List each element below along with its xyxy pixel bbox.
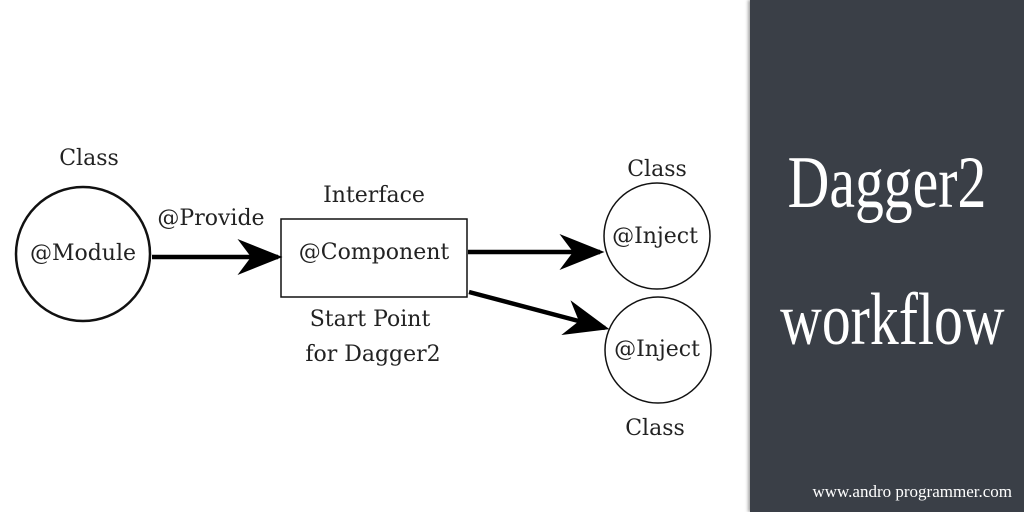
diagram-graphics: [14, 182, 712, 404]
inject-top-type-label: Class: [627, 157, 687, 182]
component-note-line2: for Dagger2: [305, 342, 441, 367]
arrow-component-to-inject-bottom: [468, 289, 610, 336]
component-box: [280, 218, 468, 298]
inject-bottom-type-label: Class: [625, 416, 685, 441]
title-panel: Dagger2 workflow www.andro programmer.co…: [750, 0, 1024, 512]
provide-label: @Provide: [157, 206, 265, 231]
module-annotation: @Module: [29, 241, 137, 266]
module-circle: [14, 185, 152, 323]
panel-title-line2: workflow: [780, 279, 1005, 361]
inject-bottom-annotation: @Inject: [614, 337, 700, 362]
panel-title-line1: Dagger2: [787, 142, 987, 224]
site-url: www.andro programmer.com: [812, 482, 1012, 501]
component-note-line1: Start Point: [309, 307, 431, 332]
component-annotation: @Component: [298, 240, 450, 265]
inject-bottom-circle: [604, 296, 712, 404]
module-type-label: Class: [59, 146, 119, 171]
inject-top-annotation: @Inject: [612, 224, 698, 249]
component-type-label: Interface: [323, 183, 425, 208]
